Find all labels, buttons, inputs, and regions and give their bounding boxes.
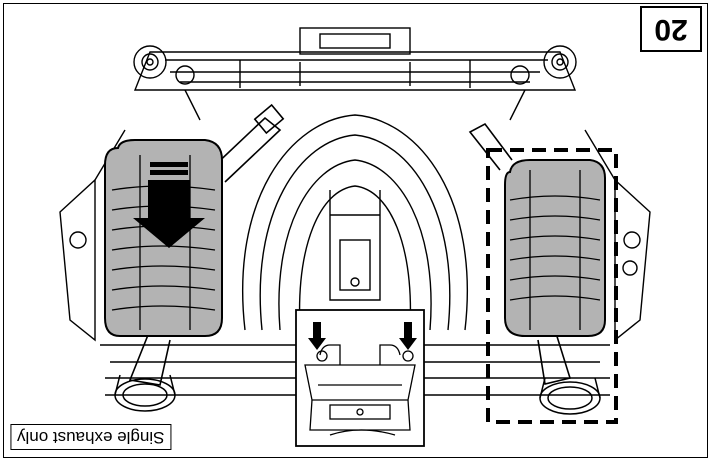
diagram-frame <box>3 3 708 458</box>
step-number: 20 <box>640 6 702 52</box>
right-muffler <box>504 159 606 337</box>
spare-wheel-well <box>241 114 469 331</box>
rear-crossmember <box>133 27 577 121</box>
mount-bushings <box>69 45 641 276</box>
arrow-down-icon <box>133 162 205 248</box>
arrow-down-icon <box>308 322 417 350</box>
caption-label: Single exhaust only <box>10 424 172 450</box>
tailpipes <box>114 374 601 415</box>
highlight-box <box>486 148 618 424</box>
detail-inset <box>295 309 425 447</box>
exhaust-pipes <box>128 103 572 386</box>
